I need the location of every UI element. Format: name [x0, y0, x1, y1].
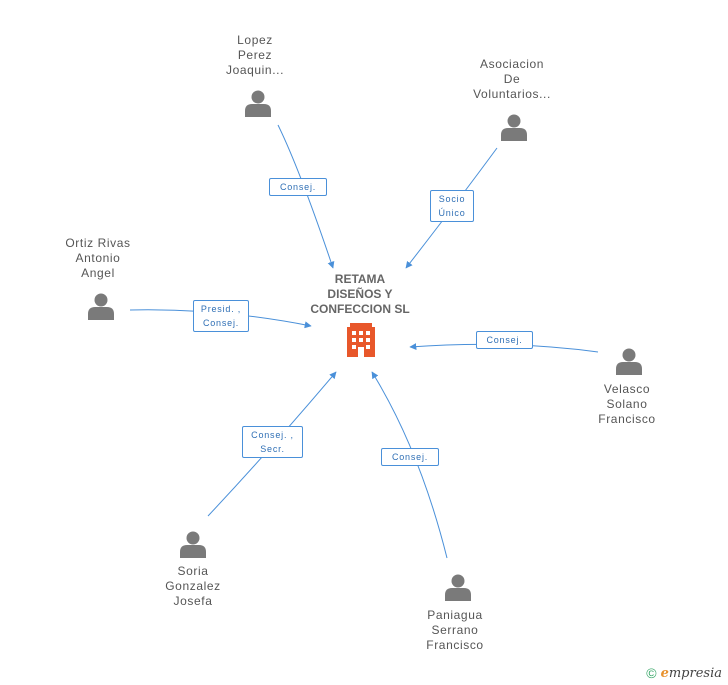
company-name[interactable]: RETAMA DISEÑOS Y CONFECCION SL: [310, 272, 410, 316]
person-icon-asociacion[interactable]: [501, 114, 527, 142]
person-icon-paniagua[interactable]: [445, 574, 471, 602]
person-name-paniagua[interactable]: Paniagua Serrano Francisco: [426, 608, 484, 652]
role-label-velasco: Consej.: [476, 331, 533, 349]
role-label-lopez: Consej.: [269, 178, 327, 196]
footer-brand: © empresia: [646, 665, 722, 681]
person-icon-lopez[interactable]: [245, 90, 271, 118]
brand-logo: empresia: [660, 665, 722, 681]
person-icon-ortiz[interactable]: [88, 293, 114, 321]
role-label-ortiz: Presid. , Consej.: [193, 300, 249, 332]
person-name-soria[interactable]: Soria Gonzalez Josefa: [165, 564, 221, 608]
building-icon[interactable]: [347, 323, 375, 357]
person-name-asociacion[interactable]: Asociacion De Voluntarios...: [473, 57, 551, 101]
person-name-velasco[interactable]: Velasco Solano Francisco: [598, 382, 656, 426]
role-label-soria: Consej. , Secr.: [242, 426, 303, 458]
person-icon-soria[interactable]: [180, 531, 206, 559]
copyright-icon: ©: [646, 665, 657, 681]
edge-lopez: [277, 124, 335, 269]
person-name-lopez[interactable]: Lopez Perez Joaquin...: [225, 33, 285, 77]
role-label-paniagua: Consej.: [381, 448, 439, 466]
person-name-ortiz[interactable]: Ortiz Rivas Antonio Angel: [65, 236, 131, 280]
role-label-asociacion: Socio Único: [430, 190, 474, 222]
person-icon-velasco[interactable]: [616, 348, 642, 376]
